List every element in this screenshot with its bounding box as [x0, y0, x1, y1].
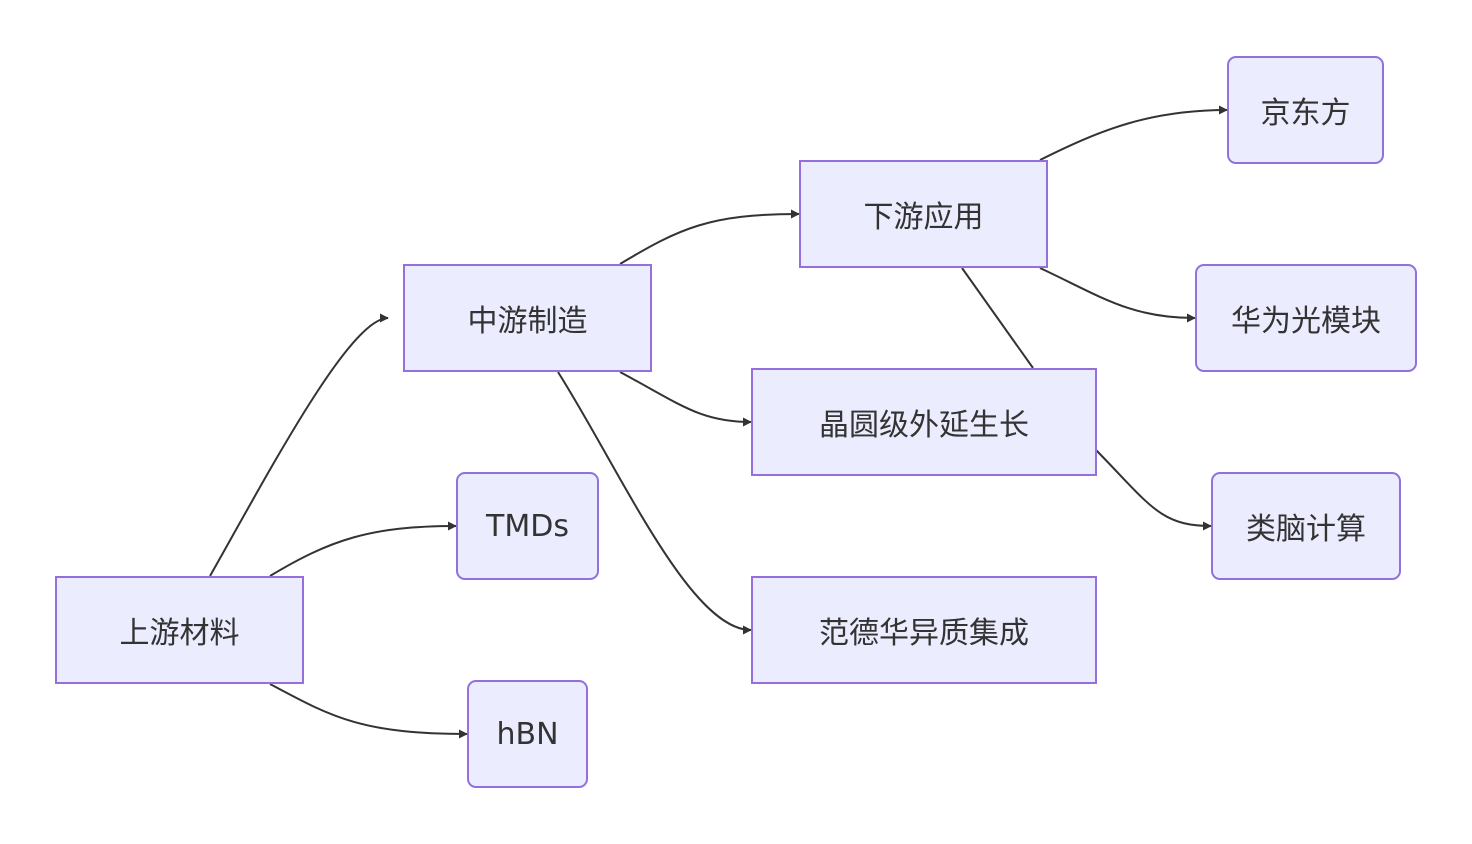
edge-upstream-tmds: [269, 521, 457, 577]
node-tmds[interactable]: TMDs: [456, 472, 599, 580]
node-boe[interactable]: 京东方: [1227, 56, 1384, 164]
node-label: TMDs: [486, 508, 569, 544]
node-wafer-epitaxy[interactable]: 晶圆级外延生长: [751, 368, 1097, 476]
node-label: 华为光模块: [1231, 304, 1381, 339]
node-label: 晶圆级外延生长: [819, 408, 1029, 443]
edge-midstream-vdw: [557, 371, 752, 635]
edge-wafer-neuro: [1095, 449, 1212, 531]
node-hbn[interactable]: hBN: [467, 680, 588, 788]
node-label: 中游制造: [467, 304, 588, 339]
node-label: hBN: [496, 716, 559, 752]
node-vdw-integration[interactable]: 范德华异质集成: [751, 576, 1097, 684]
edge-upstream-midstream: [209, 313, 389, 577]
edge-midstream-downstream: [619, 209, 800, 265]
node-label: 范德华异质集成: [819, 616, 1029, 651]
node-label: 类脑计算: [1246, 512, 1366, 547]
node-label: 京东方: [1260, 96, 1351, 131]
node-neuromorphic-computing[interactable]: 类脑计算: [1211, 472, 1401, 580]
node-label: 下游应用: [863, 200, 984, 235]
node-downstream-applications[interactable]: 下游应用: [799, 160, 1048, 268]
edge-midstream-wafer: [619, 371, 752, 427]
edge-upstream-hbn: [269, 683, 468, 739]
node-label: 上游材料: [119, 616, 240, 651]
node-huawei-optical-module[interactable]: 华为光模块: [1195, 264, 1417, 372]
edge-downstream-boe: [1039, 105, 1228, 161]
node-midstream-manufacturing[interactable]: 中游制造: [403, 264, 652, 372]
edge-downstream-wafer: [961, 267, 1034, 369]
node-upstream-materials[interactable]: 上游材料: [55, 576, 304, 684]
edge-downstream-huawei: [1039, 267, 1196, 323]
